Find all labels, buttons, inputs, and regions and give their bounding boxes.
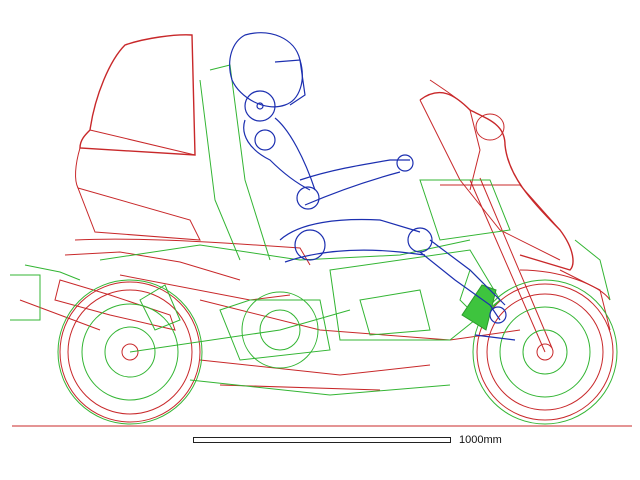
chassis-components <box>10 64 618 425</box>
bodywork-outline <box>19 34 614 423</box>
front-wheel-outer <box>476 283 614 421</box>
scale-bar <box>193 437 451 443</box>
rear-wheel-outer <box>59 281 201 423</box>
rider-ergonomics <box>229 32 516 341</box>
radiator <box>461 284 497 331</box>
scale-label: 1000mm <box>459 434 502 446</box>
